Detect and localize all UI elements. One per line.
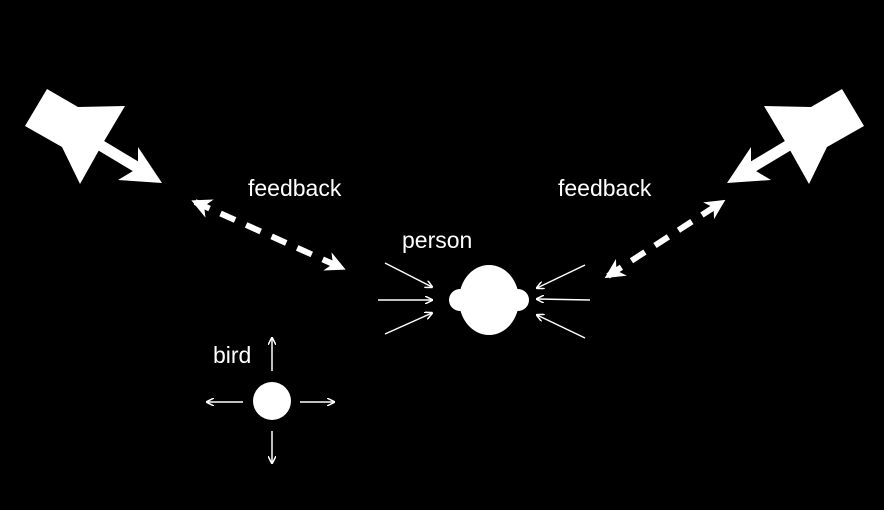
bird-label: bird: [213, 342, 252, 368]
right-loudspeaker: [727, 89, 864, 184]
left-speaker-arrowhead: [118, 147, 162, 183]
head-icon: [459, 265, 519, 335]
left-feedback-arrow: [191, 199, 346, 271]
left-speaker-output-arrow: [97, 140, 148, 177]
feedback-label-right: feedback: [558, 175, 652, 201]
person-head: [449, 265, 529, 335]
right-speaker-arrowhead: [727, 147, 771, 183]
sound-arrows-left: [378, 262, 432, 335]
right-ear-icon: [507, 289, 529, 311]
sound-arrow: [537, 315, 586, 339]
left-speaker-icon: [25, 89, 125, 184]
sound-arrow: [384, 262, 432, 287]
sound-arrow: [537, 264, 586, 288]
bird: [207, 338, 334, 463]
feedback-label-left: feedback: [248, 175, 342, 201]
left-loudspeaker: [25, 89, 162, 184]
right-speaker-output-arrow: [741, 140, 792, 177]
person-label: person: [402, 227, 473, 253]
sound-arrow: [537, 299, 591, 300]
sound-arrows-right: [537, 264, 591, 339]
bird-icon: [253, 382, 291, 420]
right-speaker-icon: [764, 89, 864, 184]
left-ear-icon: [449, 289, 471, 311]
sound-arrow: [384, 313, 432, 335]
right-feedback-arrow: [604, 199, 726, 279]
